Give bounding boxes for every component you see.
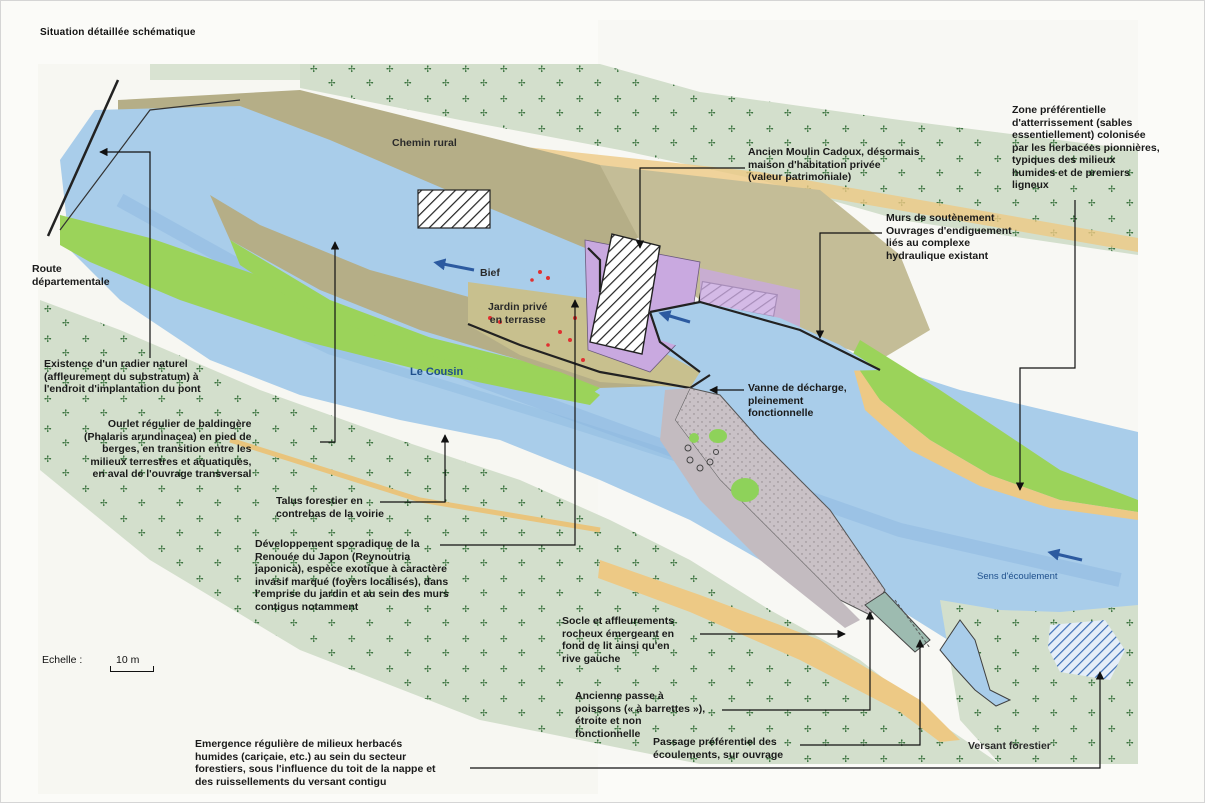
fish-pass (864, 591, 931, 653)
atterrissement-zone (850, 340, 1138, 512)
bief-canal (205, 175, 600, 310)
label-versant-forestier: Versant forestier (968, 740, 1051, 752)
label-bief: Bief (480, 267, 500, 279)
weir-face (660, 388, 860, 628)
island-grass (230, 240, 600, 395)
annotation-emergence: Emergence régulière de milieux herbacés … (195, 738, 436, 788)
annotation-radier: Existence d'un radier naturel (affleurem… (44, 358, 201, 395)
annotation-renouee: Développement sporadique de la Renouée d… (255, 538, 449, 613)
annotation-socle: Socle et affleurements rocheux émergeant… (562, 615, 675, 665)
label-jardin: Jardin privé en terrasse (488, 301, 548, 326)
annotation-passage: Passage préférentiel des écoulements, su… (653, 736, 784, 761)
talus-forest (40, 300, 1000, 764)
atterrissement-sand (850, 356, 1138, 520)
knotweed-dots (488, 270, 585, 362)
headrace (650, 302, 880, 372)
scale-bar (110, 666, 154, 672)
annotation-talus: Talus forestier en contrebas de la voiri… (276, 495, 384, 520)
rock-vegetation (709, 429, 727, 443)
retaining-walls (467, 247, 881, 390)
outflow-channel (939, 619, 1012, 707)
scale-label: Echelle : (42, 654, 83, 666)
annotation-ourlet: Ourlet régulier de baldingère (Phalaris … (84, 418, 252, 480)
moulin-terrace (700, 268, 800, 330)
wet-meadow-hatch (1048, 620, 1125, 680)
annotation-route: Route départementale (32, 263, 110, 288)
rock-vegetation (689, 433, 699, 443)
flow-arrows (433, 258, 1083, 562)
meadow-right (600, 165, 930, 360)
lower-sand-stripe (598, 560, 960, 742)
annotation-moulin: Ancien Moulin Cadoux, désormais maison d… (748, 146, 920, 183)
lower-sand-line (229, 437, 601, 533)
building-shed (417, 189, 491, 229)
annotation-zone-atterrissement: Zone préférentielle d'atterrissement (sa… (1012, 104, 1160, 191)
label-chemin-rural: Chemin rural (392, 137, 457, 149)
scale-value: 10 m (116, 654, 140, 666)
diagram-title: Situation détaillée schématique (40, 27, 196, 38)
rock-vegetation (731, 478, 759, 502)
road-bank-line (59, 99, 241, 231)
rock-boulders (684, 444, 719, 472)
top-forest-strip (150, 64, 300, 80)
annotation-murs: Murs de soutènement Ouvrages d'endigueme… (886, 212, 1012, 262)
label-le-cousin: Le Cousin (410, 366, 464, 378)
leader-lines (99, 147, 1105, 769)
annotation-vanne: Vanne de décharge, pleinement fonctionne… (748, 382, 847, 419)
road-edge (46, 79, 120, 237)
annotation-passe-poissons: Ancienne passe à poissons (« à barrettes… (575, 690, 706, 740)
label-sens-ecoulement: Sens d'écoulement (977, 571, 1058, 582)
